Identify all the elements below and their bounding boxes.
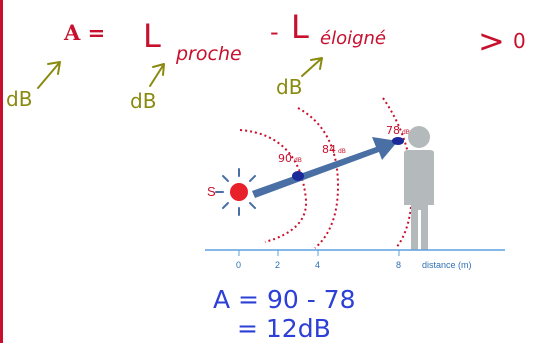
- db-note-1: dB: [6, 61, 61, 111]
- svg-text:90: 90: [278, 152, 292, 165]
- axis-ticks: [238, 250, 400, 256]
- level-label-78: 78 dB: [386, 124, 410, 137]
- point-8m: [392, 137, 404, 145]
- svg-text:dB: dB: [338, 148, 346, 155]
- propagation-arrow: [252, 137, 398, 198]
- svg-text:dB: dB: [402, 129, 410, 136]
- formula-l1-sub: proche: [175, 43, 242, 65]
- left-border: [0, 0, 3, 343]
- svg-text:78: 78: [386, 124, 400, 137]
- tick-label-0: 0: [236, 260, 241, 270]
- db-note-text-1: dB: [6, 87, 32, 111]
- formula-gt: >: [478, 22, 505, 60]
- db-note-text-2: dB: [130, 89, 156, 113]
- formula-l2: L: [291, 8, 309, 46]
- level-label-84: 84 dB: [322, 143, 346, 156]
- calc-line-1: A = 90 - 78: [213, 285, 355, 314]
- level-label-90: 90 dB: [278, 152, 302, 165]
- formula-l2-sub: éloigné: [320, 28, 386, 49]
- formula-a-label: A =: [63, 20, 105, 45]
- tick-label-4: 4: [315, 260, 320, 270]
- wavefront-arc-2: [297, 107, 340, 249]
- listener-icon: [404, 126, 434, 250]
- svg-text:dB: dB: [294, 157, 302, 164]
- axis-label: distance (m): [422, 260, 472, 270]
- svg-text:84: 84: [322, 143, 336, 156]
- calc-line-2: = 12dB: [237, 314, 331, 343]
- point-2m: [292, 171, 304, 181]
- formula-l1: L: [143, 17, 161, 55]
- db-note-text-3: dB: [276, 75, 302, 99]
- tick-label-8: 8: [396, 260, 401, 270]
- db-note-3: dB: [276, 57, 323, 99]
- source-label: S: [207, 184, 216, 199]
- formula-zero: 0: [513, 29, 526, 53]
- db-note-2: dB: [130, 63, 165, 113]
- wavefront-arc-1: [239, 129, 308, 243]
- tick-label-2: 2: [275, 260, 280, 270]
- formula-minus: -: [270, 18, 279, 46]
